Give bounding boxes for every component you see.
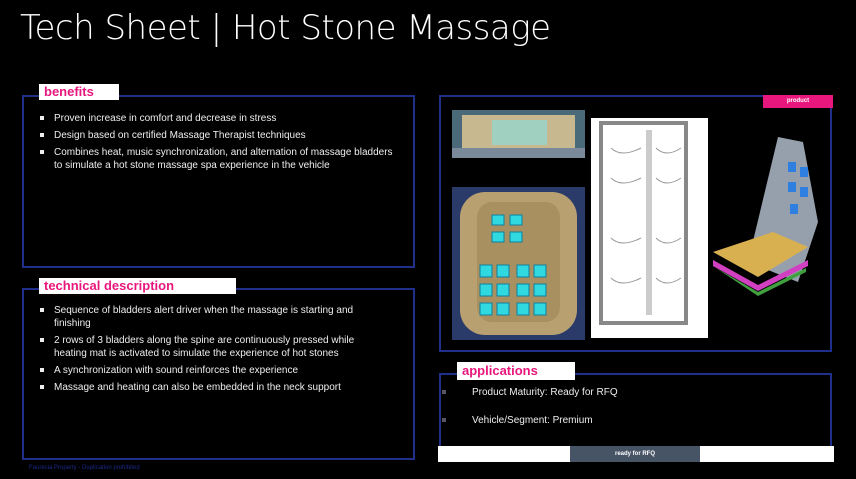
status-bar-right [700, 446, 834, 462]
list-item: Massage and heating can also be embedded… [38, 381, 378, 394]
list-item: Design based on certified Massage Therap… [38, 129, 398, 142]
applications-list: Product Maturity: Ready for RFQ Vehicle/… [442, 386, 822, 442]
footer-copyright: Faurecia Property - Duplication prohibit… [29, 465, 140, 471]
benefits-list: Proven increase in comfort and decrease … [38, 112, 398, 176]
technical-list: Sequence of bladders alert driver when t… [38, 304, 378, 398]
status-bar-left [438, 446, 570, 462]
status-badge: ready for RFQ [570, 446, 700, 462]
seat-top-view-image [452, 110, 585, 158]
product-panel [439, 95, 832, 352]
list-item: Sequence of bladders alert driver when t… [38, 304, 378, 330]
seat-3d-render-image [713, 137, 818, 296]
applications-heading: applications [457, 362, 575, 380]
benefits-heading: benefits [39, 84, 119, 100]
list-item: 2 rows of 3 bladders along the spine are… [38, 334, 378, 360]
list-item: Product Maturity: Ready for RFQ [442, 386, 822, 399]
technical-heading: technical description [39, 278, 236, 294]
page-title: Tech Sheet | Hot Stone Massage [20, 8, 551, 48]
seat-cushion-bladders-image [452, 187, 585, 340]
list-item: Vehicle/Segment: Premium [442, 414, 822, 427]
heating-mat-diagram-image [591, 118, 708, 338]
list-item: Proven increase in comfort and decrease … [38, 112, 398, 125]
list-item: Combines heat, music synchronization, an… [38, 146, 398, 172]
product-badge: product [763, 95, 833, 108]
benefits-panel [22, 95, 415, 268]
list-item: A synchronization with sound reinforces … [38, 364, 378, 377]
